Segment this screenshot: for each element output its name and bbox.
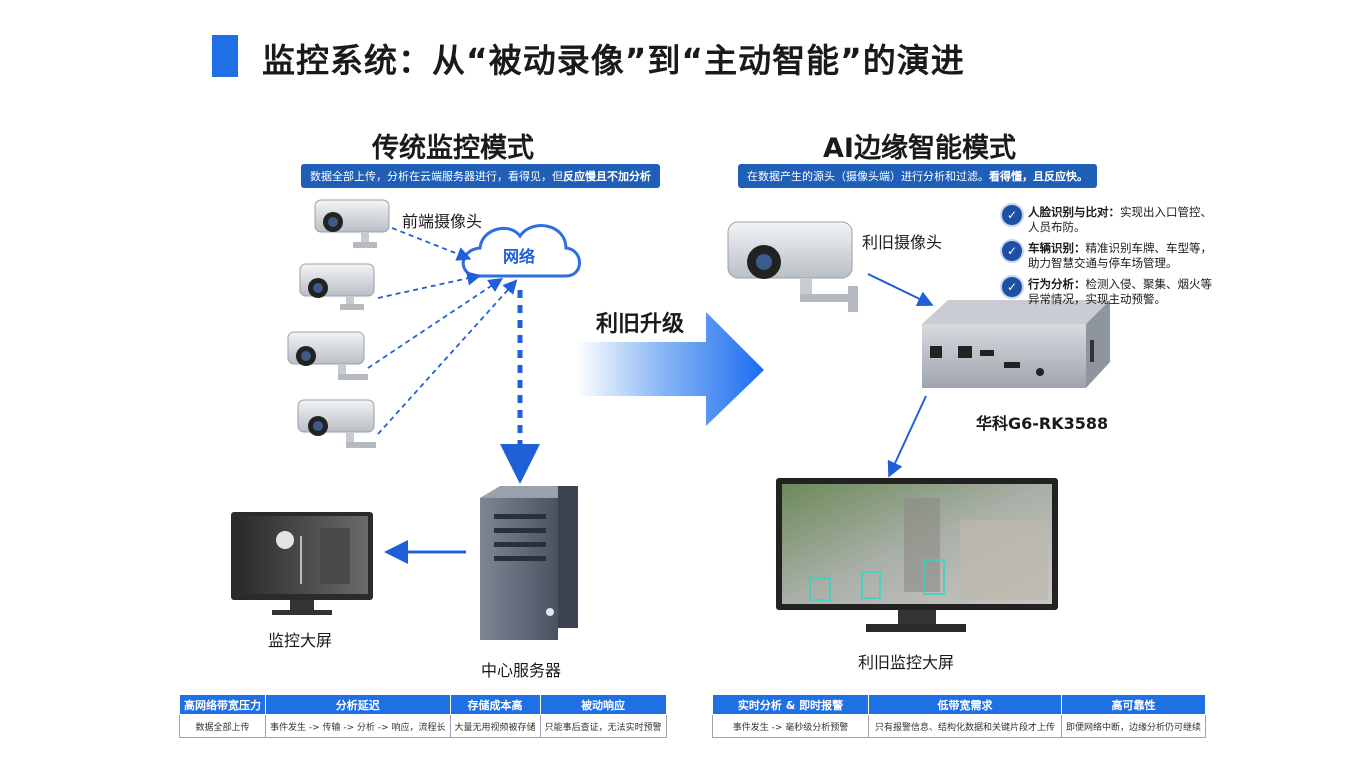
table-header: 高网络带宽压力 [179,694,266,715]
feature-item: ✓ 车辆识别：精准识别车牌、车型等，助力智慧交通与停车场管理。 [1002,241,1222,271]
table-header: 被动响应 [539,694,667,715]
camera-icon [287,331,368,380]
right-desc-text: 在数据产生的源头（摄像头端）进行分析和过滤。 [747,170,989,183]
left-screen-label: 监控大屏 [268,631,333,650]
server-label: 中心服务器 [481,661,562,680]
feature-title: 人脸识别与比对： [1028,205,1120,219]
table-cell: 事件发生 -> 传输 -> 分析 -> 响应，流程长 [265,714,451,738]
camera-icon [299,263,375,310]
cloud-label: 网络 [503,247,535,266]
left-desc-text: 数据全部上传，分析在云端服务器进行，看得见，但 [310,170,563,183]
device-model-label: 华科G6-RK3588 [976,414,1109,433]
table-header: 高可靠性 [1060,694,1207,715]
upgrade-label: 利旧升级 [596,312,685,337]
right-screen-label: 利旧监控大屏 [858,653,955,672]
camera-icon [727,221,858,312]
table-header: 实时分析 & 即时报警 [711,694,870,715]
box-to-screen-arrow [887,395,927,478]
title-accent-bar [212,35,238,77]
feature-list: ✓ 人脸识别与比对：实现出入口管控、人员布防。 ✓ 车辆识别：精准识别车牌、车型… [1002,205,1222,313]
monitor-icon [231,512,373,615]
upload-links [367,227,518,435]
feature-text: 检测入侵、聚集、烟火等异常情况，实现主动预警。 [1028,277,1212,306]
feature-item: ✓ 行为分析：检测入侵、聚集、烟火等异常情况，实现主动预警。 [1002,277,1222,307]
feature-text: 精准识别车牌、车型等，助力智慧交通与停车场管理。 [1028,241,1212,270]
table-header: 分析延迟 [265,694,451,715]
cloud-icon: 网络 [461,224,581,278]
right-desc-bold: 看得懂，且反应快。 [989,170,1088,183]
table-cell: 大量无用视频被存储 [449,714,541,738]
right-comparison-table: 实时分析 & 即时报警 低带宽需求 高可靠性 事件发生 -> 毫秒级分析预警 只… [711,694,1207,738]
reused-camera-label: 利旧摄像头 [862,233,943,252]
left-comparison-table: 高网络带宽压力 分析延迟 存储成本高 被动响应 数据全部上传 事件发生 -> 传… [179,694,667,738]
left-mode-heading: 传统监控模式 [372,133,534,164]
left-desc-bold: 反应慢且不加分析 [563,170,651,183]
camera-to-box-arrow [867,273,934,306]
table-cell: 即便网络中断，边缘分析仍可继续 [1060,714,1207,738]
table-cell: 只有报警信息、结构化数据和关键片段才上传 [868,714,1062,738]
table-header: 低带宽需求 [868,694,1062,715]
table-cell: 事件发生 -> 毫秒级分析预警 [711,714,870,738]
front-camera-label: 前端摄像头 [402,212,483,231]
camera-icon [314,199,390,248]
table-row: 事件发生 -> 毫秒级分析预警 只有报警信息、结构化数据和关键片段才上传 即便网… [711,714,1207,738]
table-cell: 只能事后查证，无法实时预警 [539,714,667,738]
page-title: 监控系统：从“被动录像”到“主动智能”的演进 [262,41,965,80]
monitor-icon [776,478,1058,632]
feature-title: 行为分析： [1028,277,1086,291]
server-icon [480,486,578,640]
check-icon: ✓ [1002,205,1022,225]
table-header: 存储成本高 [449,694,541,715]
check-icon: ✓ [1002,241,1022,261]
feature-text: 实现出入口管控、人员布防。 [1028,205,1212,234]
right-mode-heading: AI边缘智能模式 [823,133,1016,164]
feature-item: ✓ 人脸识别与比对：实现出入口管控、人员布防。 [1002,205,1222,235]
edge-box-icon [922,300,1110,388]
right-description: 在数据产生的源头（摄像头端）进行分析和过滤。看得懂，且反应快。 [738,164,1097,188]
left-description: 数据全部上传，分析在云端服务器进行，看得见，但反应慢且不加分析 [301,164,660,188]
table-cell: 数据全部上传 [179,714,266,738]
camera-icon [297,399,376,448]
big-arrow-icon [576,312,764,426]
table-row: 数据全部上传 事件发生 -> 传输 -> 分析 -> 响应，流程长 大量无用视频… [179,714,667,738]
feature-title: 车辆识别： [1028,241,1086,255]
check-icon: ✓ [1002,277,1022,297]
